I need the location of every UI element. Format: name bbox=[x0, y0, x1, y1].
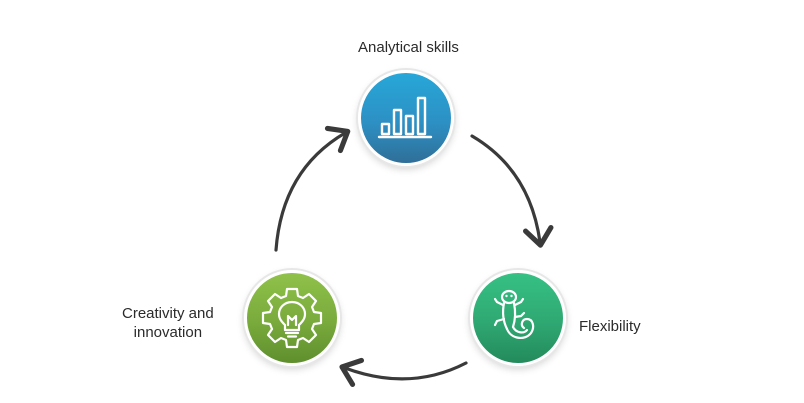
arrow-flexibility-to-creativity bbox=[339, 357, 468, 387]
step-label-analytical: Analytical skills bbox=[358, 39, 459, 56]
step-label-flexibility: Flexibility bbox=[579, 318, 641, 335]
salamander-icon bbox=[483, 283, 553, 353]
bar-chart-icon bbox=[373, 85, 439, 151]
arrow-analytical-to-flexibility bbox=[470, 134, 554, 248]
arrow-creativity-to-analytical bbox=[274, 125, 351, 252]
step-label-creativity: Creativity and innovation bbox=[122, 305, 214, 341]
step-node-creativity bbox=[244, 270, 340, 366]
step-node-analytical bbox=[358, 70, 454, 166]
step-node-flexibility bbox=[470, 270, 566, 366]
gear-lightbulb-icon bbox=[257, 283, 327, 353]
